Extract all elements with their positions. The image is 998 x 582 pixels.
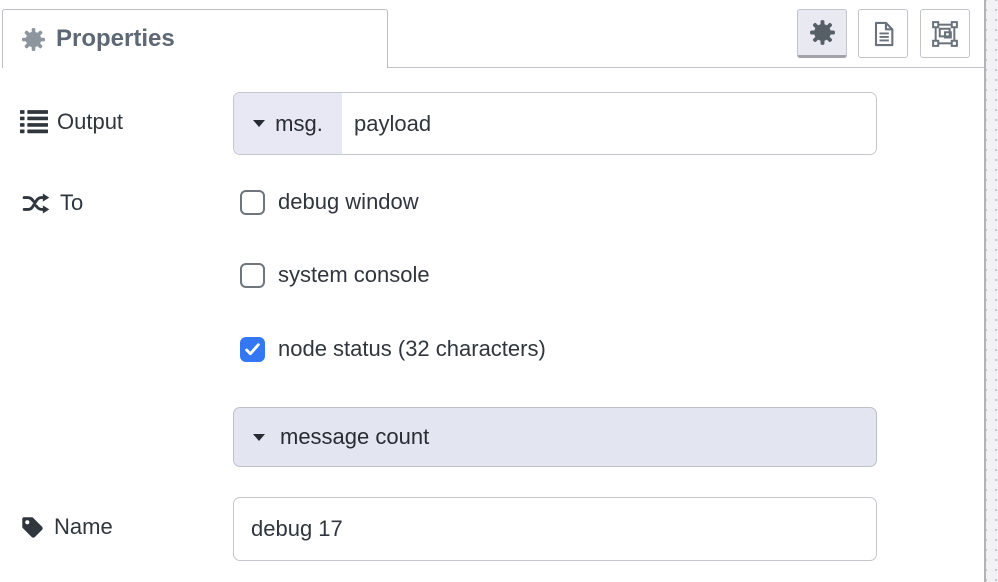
gear-icon bbox=[809, 19, 836, 46]
typed-input-type-label: msg. bbox=[275, 110, 323, 136]
panel-right-border bbox=[984, 0, 986, 582]
to-field-label: To bbox=[22, 190, 83, 216]
debug-window-label: debug window bbox=[278, 189, 419, 214]
system-console-option[interactable]: system console bbox=[240, 262, 430, 288]
system-console-label: system console bbox=[278, 262, 430, 287]
name-input[interactable] bbox=[233, 497, 877, 561]
typed-input-value-field[interactable] bbox=[342, 93, 876, 154]
debug-window-checkbox[interactable] bbox=[240, 189, 265, 215]
node-status-label: node status (32 characters) bbox=[278, 336, 546, 361]
gear-icon bbox=[21, 27, 46, 52]
to-label-text: To bbox=[60, 190, 84, 215]
document-icon bbox=[869, 20, 897, 48]
tab-label: Properties bbox=[56, 25, 175, 52]
workspace-grid-strip bbox=[986, 0, 998, 582]
appearance-icon bbox=[931, 20, 959, 48]
shuffle-icon bbox=[22, 192, 51, 215]
properties-tab-button[interactable] bbox=[797, 9, 847, 58]
system-console-checkbox[interactable] bbox=[240, 262, 265, 288]
tab-properties[interactable]: Properties bbox=[2, 9, 388, 68]
status-value-select[interactable]: message count bbox=[233, 407, 877, 467]
list-icon bbox=[20, 109, 48, 135]
debug-window-option[interactable]: debug window bbox=[240, 189, 419, 215]
output-typed-input: msg. bbox=[233, 92, 877, 155]
output-label-text: Output bbox=[57, 109, 124, 134]
name-field-label: Name bbox=[20, 514, 113, 540]
output-field-label: Output bbox=[20, 109, 123, 135]
description-tab-button[interactable] bbox=[858, 9, 908, 58]
appearance-tab-button[interactable] bbox=[920, 9, 970, 58]
node-status-option[interactable]: node status (32 characters) bbox=[240, 336, 546, 362]
chevron-down-icon bbox=[253, 120, 266, 127]
typed-input-type-button[interactable]: msg. bbox=[234, 93, 342, 154]
tag-icon bbox=[20, 515, 45, 540]
chevron-down-icon bbox=[253, 433, 265, 441]
status-select-value: message count bbox=[280, 424, 430, 449]
name-label-text: Name bbox=[54, 514, 113, 539]
node-status-checkbox[interactable] bbox=[240, 336, 265, 362]
tabbar-divider bbox=[388, 67, 985, 68]
